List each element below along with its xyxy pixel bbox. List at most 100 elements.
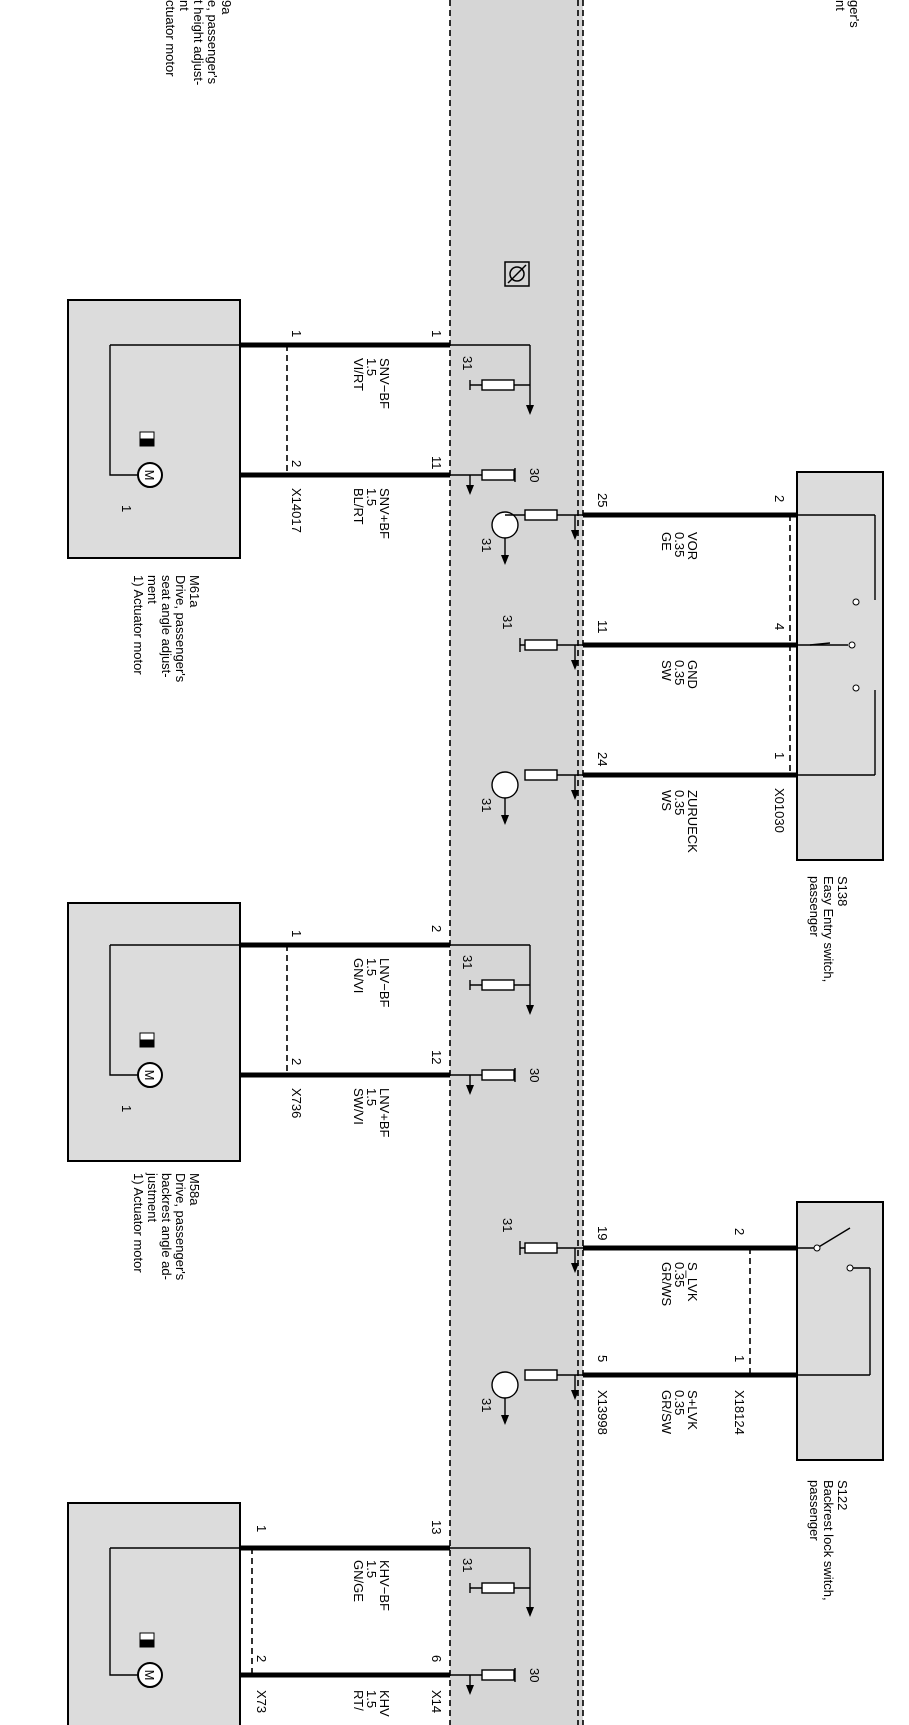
svg-text:Drive, passenger's: Drive, passenger's — [173, 1173, 188, 1281]
svg-text:31: 31 — [460, 955, 475, 969]
m61a-label: M61a Drive, passenger's seat angle adjus… — [131, 575, 202, 683]
motor-icon — [137, 462, 163, 488]
svg-text:1: 1 — [289, 930, 304, 937]
module-circuit-s-plus-lvk: 31 — [479, 1369, 583, 1425]
svg-text:2: 2 — [289, 460, 304, 467]
svg-text:nt: nt — [833, 0, 848, 11]
svg-text:X18124: X18124 — [732, 1390, 747, 1435]
svg-text:19: 19 — [595, 1226, 610, 1240]
svg-text:24: 24 — [595, 752, 610, 766]
motor-icon — [137, 1062, 163, 1088]
component-top-label: 9a e, passenger's t height adjust- nt ct… — [163, 0, 234, 85]
svg-text:ctuator motor: ctuator motor — [163, 0, 178, 77]
svg-text:1: 1 — [254, 1525, 269, 1532]
svg-text:Drive, passenger's: Drive, passenger's — [173, 575, 188, 683]
svg-text:SNV−BF: SNV−BF — [377, 358, 392, 409]
svg-text:1.5: 1.5 — [364, 488, 379, 506]
svg-text:X14017: X14017 — [289, 488, 304, 533]
svg-text:0.35: 0.35 — [672, 790, 687, 815]
svg-text:KHV−BF: KHV−BF — [377, 1560, 392, 1611]
svg-text:KHV: KHV — [377, 1690, 392, 1717]
svg-text:X736: X736 — [289, 1088, 304, 1118]
s138-label: S138 Easy Entry switch, passenger — [807, 876, 850, 982]
module-circuit-gnd: 31 — [500, 615, 583, 670]
svg-text:M61a: M61a — [187, 575, 202, 608]
svg-text:M: M — [142, 1670, 157, 1681]
svg-text:31: 31 — [500, 1218, 515, 1232]
svg-text:12: 12 — [429, 1050, 444, 1064]
wire-label-lnv-plus: LNV+BF 1.5 SW/VI — [351, 1088, 392, 1138]
svg-text:passenger: passenger — [807, 876, 822, 937]
svg-text:M: M — [142, 470, 157, 481]
module-circuit-s-lvk: 31 — [500, 1218, 583, 1273]
module-circuit-vor: 31 — [479, 509, 583, 565]
svg-text:seat angle adjust-: seat angle adjust- — [159, 575, 174, 678]
svg-text:e, passenger's: e, passenger's — [205, 0, 220, 85]
svg-text:1: 1 — [772, 752, 787, 759]
svg-text:1) Actuator motor: 1) Actuator motor — [131, 1173, 146, 1273]
svg-text:justment: justment — [145, 1172, 160, 1223]
svg-text:ZURUECK: ZURUECK — [685, 790, 700, 853]
svg-text:11: 11 — [595, 620, 610, 634]
svg-text:GR/WS: GR/WS — [659, 1262, 674, 1306]
svg-text:GE: GE — [659, 532, 674, 551]
s122-label: S122 Backrest lock switch, passenger — [807, 1480, 850, 1601]
svg-text:X73: X73 — [254, 1690, 269, 1713]
module-circuit-khv: 31 30 — [450, 1547, 542, 1695]
svg-text:4: 4 — [772, 623, 787, 630]
m61a-actuator: M 1 — [67, 299, 241, 559]
esd-warning-icon — [504, 261, 530, 287]
svg-text:GND: GND — [685, 660, 700, 689]
svg-text:t height adjust-: t height adjust- — [191, 0, 206, 85]
svg-text:1.5: 1.5 — [364, 358, 379, 376]
wire-label-lnv-minus: LNV−BF 1.5 GN/VI — [351, 958, 392, 1008]
svg-text:S138: S138 — [835, 876, 850, 906]
svg-text:X13998: X13998 — [595, 1390, 610, 1435]
svg-text:1: 1 — [119, 1105, 134, 1112]
svg-text:9a: 9a — [219, 0, 234, 15]
svg-text:GN/VI: GN/VI — [351, 958, 366, 993]
svg-text:BL/RT: BL/RT — [351, 488, 366, 525]
svg-text:backrest angle ad-: backrest angle ad- — [159, 1173, 174, 1280]
svg-text:S_LVK: S_LVK — [685, 1262, 700, 1302]
svg-text:31: 31 — [479, 538, 494, 552]
svg-text:25: 25 — [595, 493, 610, 507]
svg-text:31: 31 — [500, 615, 515, 629]
svg-text:2: 2 — [429, 925, 444, 932]
svg-text:31: 31 — [460, 356, 475, 370]
svg-text:SW/VI: SW/VI — [351, 1088, 366, 1125]
svg-text:GR/SW: GR/SW — [659, 1390, 674, 1435]
svg-text:VOR: VOR — [685, 532, 700, 560]
svg-text:6: 6 — [429, 1655, 444, 1662]
motor-icon — [137, 1662, 163, 1688]
svg-text:30: 30 — [527, 1068, 542, 1082]
svg-text:1.5: 1.5 — [364, 1560, 379, 1578]
svg-text:M: M — [142, 1070, 157, 1081]
svg-text:WS: WS — [659, 790, 674, 811]
control-module-band — [450, 0, 583, 1725]
svg-text:LNV−BF: LNV−BF — [377, 958, 392, 1008]
svg-text:nt: nt — [177, 0, 192, 11]
wire-label-s-plus-lvk: S+LVK 0.35 GR/SW — [659, 1390, 700, 1435]
svg-text:2: 2 — [732, 1228, 747, 1235]
svg-text:VI/RT: VI/RT — [351, 358, 366, 391]
s122-switch — [796, 1201, 884, 1461]
m58a-actuator: M 1 — [67, 902, 241, 1162]
svg-text:1: 1 — [732, 1355, 747, 1362]
svg-text:11: 11 — [429, 456, 444, 470]
m58a-label: M58a Drive, passenger's backrest angle a… — [131, 1172, 202, 1281]
component-top-right-label: ger's nt — [833, 0, 862, 28]
svg-text:0.35: 0.35 — [672, 1262, 687, 1287]
svg-text:2: 2 — [289, 1058, 304, 1065]
svg-text:ger's: ger's — [847, 0, 862, 28]
svg-text:Easy Entry switch,: Easy Entry switch, — [821, 876, 836, 982]
svg-text:5: 5 — [595, 1355, 610, 1362]
svg-text:M58a: M58a — [187, 1173, 202, 1206]
wire-label-s-lvk: S_LVK 0.35 GR/WS — [659, 1262, 700, 1306]
wire-label-khv-plus: KHV 1.5 RT/ — [351, 1690, 392, 1717]
svg-text:S122: S122 — [835, 1480, 850, 1510]
wire-label-zurueck: ZURUECK 0.35 WS — [659, 790, 700, 853]
svg-text:0.35: 0.35 — [672, 532, 687, 557]
svg-text:X14: X14 — [429, 1690, 444, 1713]
